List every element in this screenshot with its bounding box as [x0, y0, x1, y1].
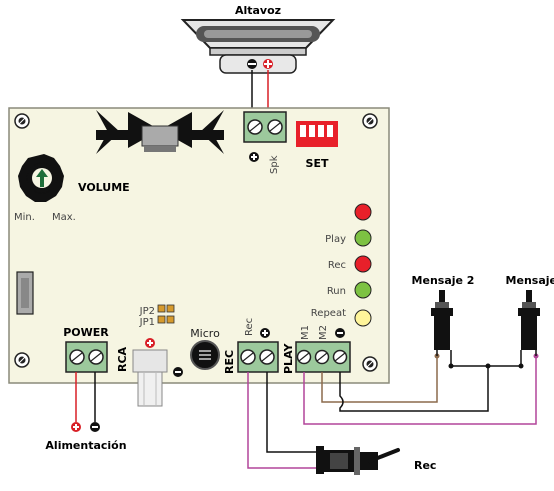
heatsink [96, 110, 224, 154]
plus-icon [260, 328, 270, 338]
mounting-hole-icon [362, 356, 378, 372]
power-plus-icon [71, 422, 81, 432]
m1-wire-purple [303, 356, 537, 425]
plus-icon [145, 338, 155, 348]
m2-wire-brown [321, 356, 438, 403]
spk-label: Spk [269, 155, 280, 174]
play-terminal-label: PLAY [282, 342, 295, 374]
junction-dot [448, 363, 454, 369]
rca-connector: RCA [116, 338, 183, 407]
minus-icon [335, 328, 345, 338]
power-minus-icon [90, 422, 100, 432]
m2-label: M2 [318, 325, 329, 340]
led-repeat: Repeat [311, 308, 372, 327]
rec-switch-label: Rec [414, 459, 436, 472]
power-terminal: POWER [63, 326, 109, 373]
volume-min-label: Min. [14, 212, 35, 223]
led-repeat-label: Repeat [311, 308, 346, 319]
circuit-board [8, 107, 390, 384]
mounting-hole-icon [362, 113, 378, 129]
speaker-label: Altavoz [235, 4, 281, 17]
mounting-hole-icon [14, 352, 30, 368]
speaker-terminal-block: Spk [243, 111, 287, 174]
m1-label: M1 [300, 325, 311, 340]
microphone: Micro [190, 327, 220, 370]
jp2-label: JP2 [139, 306, 155, 317]
junction-dot [485, 363, 491, 369]
speaker: Altavoz [180, 4, 336, 74]
speaker-magnet [219, 54, 297, 74]
volume-label: VOLUME [78, 181, 130, 194]
rec-small-label: Rec [244, 318, 255, 336]
led-rec-label: Rec [328, 260, 346, 271]
micro-label: Micro [190, 327, 220, 340]
led-run-label: Run [327, 286, 346, 297]
side-connector [16, 271, 34, 315]
speaker-frame [209, 47, 307, 56]
regulator-chip [141, 125, 179, 147]
push-button-message-2: Mensaje 2 [412, 274, 475, 356]
power-supply-label: Alimentación [45, 439, 126, 452]
set-label: SET [306, 157, 329, 170]
mounting-hole-icon [14, 113, 30, 129]
volume-max-label: Max. [52, 212, 76, 223]
message-1-label: Mensaje 1 [506, 274, 554, 287]
jumpers: JP2 JP1 [139, 304, 175, 328]
led-rec: Rec [328, 255, 372, 273]
rec-terminal: REC Rec [223, 318, 279, 374]
led-play-label: Play [325, 234, 346, 245]
rec-wire-purple [247, 372, 316, 469]
push-button-message-1: Mensaje 1 [506, 274, 554, 356]
volume-knob: VOLUME Min. Max. [14, 154, 130, 223]
jp1-label: JP1 [139, 317, 155, 328]
power-label: POWER [63, 326, 109, 339]
led-play: Play [325, 229, 372, 247]
junction-dot [518, 363, 524, 369]
mounting-holes [14, 113, 378, 372]
arrow-up-icon [36, 169, 48, 187]
toggle-switch-rec: Rec [316, 446, 436, 475]
led-1 [354, 203, 372, 221]
minus-icon [173, 367, 183, 377]
message-2-label: Mensaje 2 [412, 274, 475, 287]
plus-icon [249, 152, 259, 162]
rca-label: RCA [116, 346, 129, 372]
dip-switch: SET [296, 121, 338, 170]
play-terminal: PLAY M1 M2 [282, 325, 351, 374]
common-wire-black [339, 366, 489, 412]
led-indicators: Play Rec Run Repeat [311, 203, 372, 327]
led-run: Run [327, 281, 372, 299]
rec-wire-black [266, 372, 316, 453]
rec-terminal-label: REC [223, 350, 236, 374]
